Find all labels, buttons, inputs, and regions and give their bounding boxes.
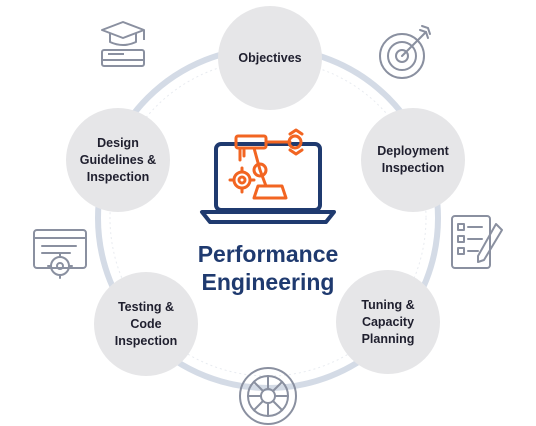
laptop-robotic-arm-icon	[200, 128, 336, 224]
node-tuning-capacity-planning-label: Tuning & Capacity Planning	[361, 297, 415, 346]
checklist-pencil-icon	[451, 215, 503, 269]
node-design-guidelines-inspection: Design Guidelines & Inspection	[66, 108, 170, 212]
node-tuning-capacity-planning: Tuning & Capacity Planning	[336, 270, 440, 374]
gear-wheel-icon	[239, 367, 297, 425]
node-objectives: Objectives	[218, 6, 322, 110]
target-arrow-icon	[379, 25, 431, 79]
diagram-title-line1: Performance	[197, 241, 339, 267]
diagram-title-line2: Engineering	[201, 269, 335, 295]
node-objectives-label: Objectives	[238, 50, 302, 65]
node-deployment-inspection-label: Deployment Inspection	[377, 144, 449, 175]
graduation-cap-book-icon	[101, 21, 145, 67]
node-design-guidelines-inspection-label: Design Guidelines & Inspection	[79, 135, 157, 184]
browser-settings-icon	[33, 229, 87, 279]
node-testing-code-inspection-label: Testing & Code Inspection	[114, 299, 178, 348]
node-testing-code-inspection: Testing & Code Inspection	[94, 272, 198, 376]
node-deployment-inspection: Deployment Inspection	[361, 108, 465, 212]
